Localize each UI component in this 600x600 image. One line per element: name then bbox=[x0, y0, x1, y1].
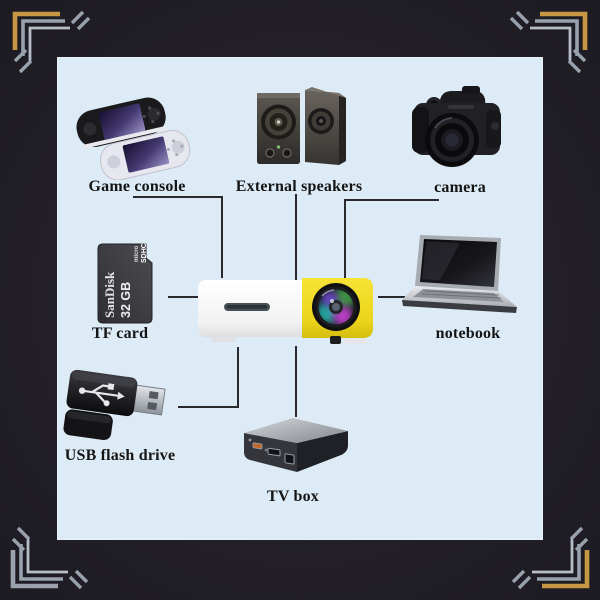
projector-image bbox=[194, 266, 381, 348]
tv-box-image bbox=[236, 408, 356, 482]
usb-flash-drive-image bbox=[60, 364, 182, 444]
connector-game-console-v bbox=[221, 196, 223, 278]
connector-tf-card-h bbox=[168, 296, 199, 298]
external-speakers-image bbox=[242, 80, 358, 178]
label-notebook: notebook bbox=[435, 325, 501, 342]
camera-image bbox=[404, 78, 510, 180]
label-camera: camera bbox=[434, 179, 486, 196]
tf-card-brand-text: SanDisk bbox=[102, 271, 117, 318]
connector-camera-h bbox=[344, 199, 439, 201]
tf-card-image: SanDisk 32 GB micro SDHC bbox=[90, 240, 162, 326]
tf-card-sdhc-text: SDHC bbox=[141, 243, 148, 263]
game-console-image bbox=[60, 84, 192, 180]
label-external-speakers: External speakers bbox=[235, 178, 363, 195]
connector-speakers-v bbox=[295, 194, 297, 280]
label-usb-flash-drive: USB flash drive bbox=[64, 447, 176, 464]
label-tv-box: TV box bbox=[266, 488, 320, 505]
notebook-image bbox=[400, 230, 524, 324]
label-tf-card: TF card bbox=[91, 325, 149, 342]
connector-usb-v bbox=[237, 347, 239, 408]
tf-card-capacity-text: 32 GB bbox=[119, 282, 133, 318]
connector-camera-v bbox=[344, 199, 346, 278]
connector-tv-box-v bbox=[295, 346, 297, 417]
connector-game-console-h bbox=[133, 196, 223, 198]
connector-notebook-h bbox=[378, 296, 405, 298]
tf-card-micro-text: micro bbox=[134, 245, 140, 262]
connector-usb-h bbox=[178, 406, 239, 408]
label-game-console: Game console bbox=[88, 178, 186, 195]
